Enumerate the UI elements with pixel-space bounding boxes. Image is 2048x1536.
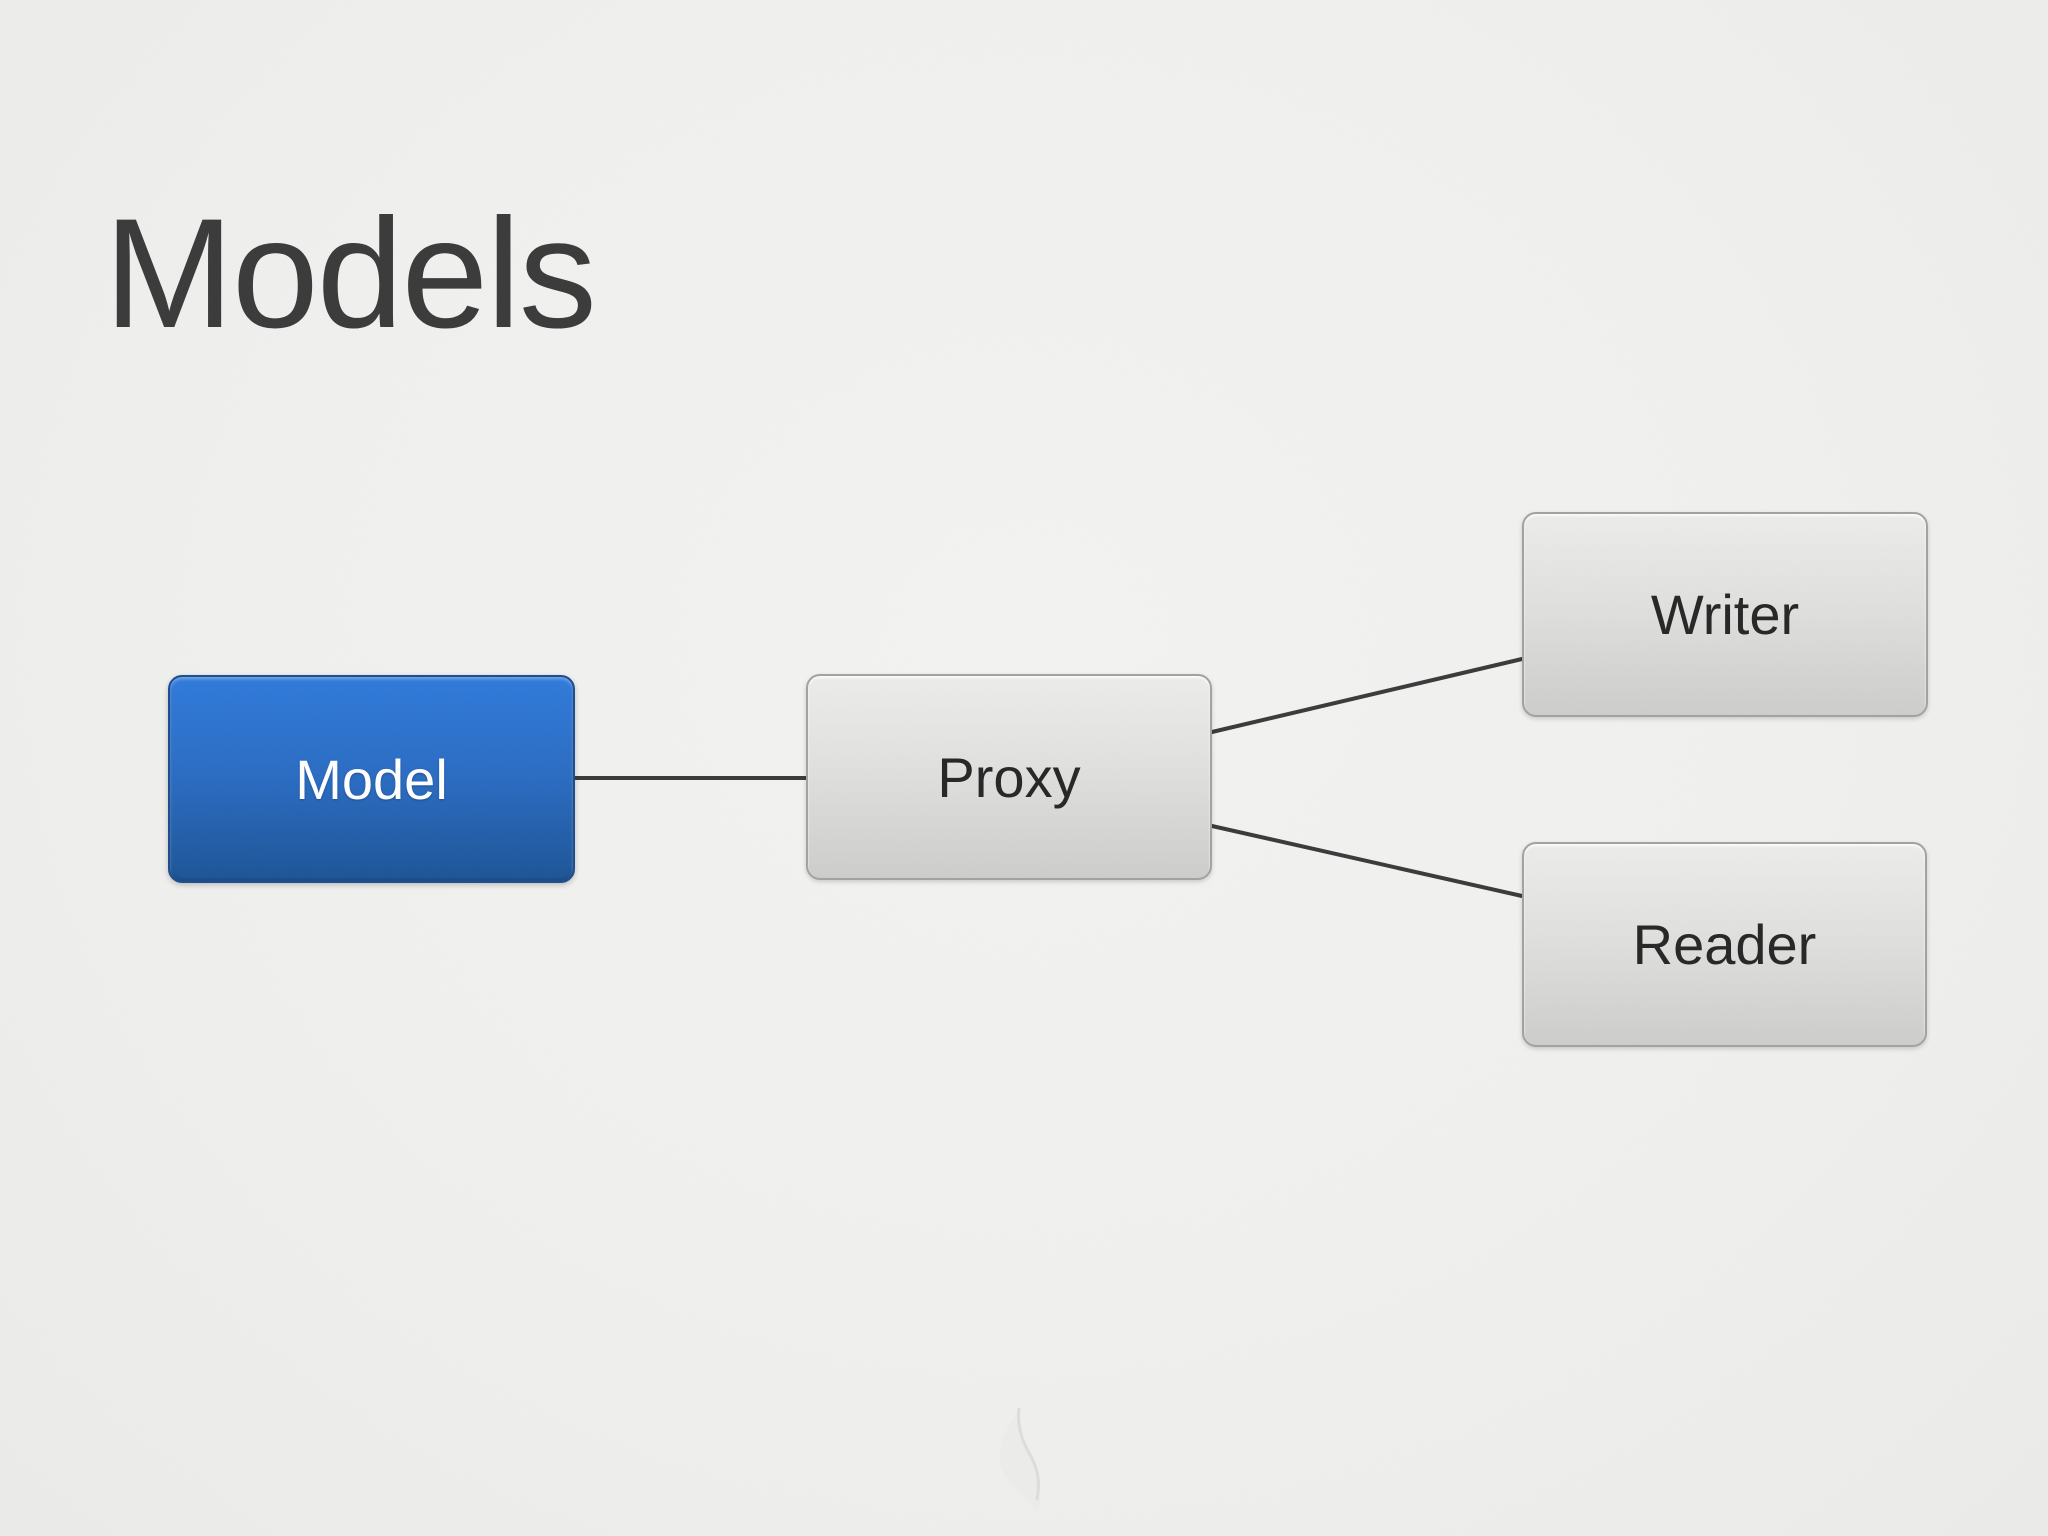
node-proxy-label: Proxy	[937, 745, 1081, 809]
node-writer-label: Writer	[1650, 583, 1800, 646]
node-writer: Writer	[1522, 512, 1928, 717]
node-model: Model	[168, 675, 575, 883]
node-reader: Reader	[1522, 842, 1927, 1047]
swirl-watermark-icon	[999, 1407, 1041, 1511]
edge-proxy-reader	[1210, 824, 1524, 898]
node-model-label: Model	[295, 747, 448, 811]
slide-title: Models	[104, 187, 597, 361]
node-reader-label: Reader	[1632, 913, 1817, 976]
node-proxy: Proxy	[806, 674, 1212, 880]
edge-proxy-writer	[1210, 657, 1524, 734]
